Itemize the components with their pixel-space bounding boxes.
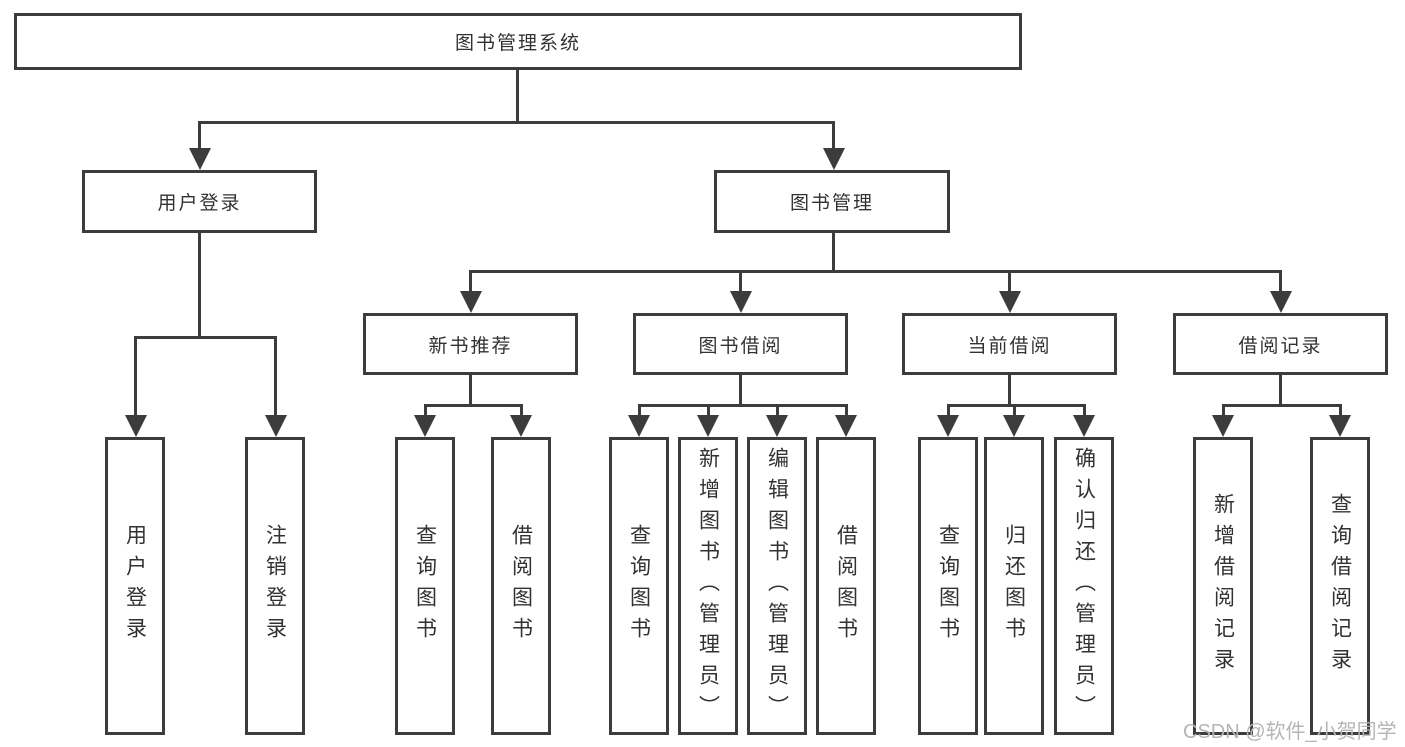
node-book-management: 图书管理 bbox=[714, 170, 950, 233]
arrow-down-icon bbox=[414, 415, 436, 437]
connector-line bbox=[1008, 270, 1011, 293]
connector-line bbox=[424, 404, 427, 417]
node-borrowing-records: 借阅记录 bbox=[1173, 313, 1388, 375]
node-current-borrowing: 当前借阅 bbox=[902, 313, 1117, 375]
connector-line bbox=[469, 375, 472, 407]
arrow-down-icon bbox=[823, 148, 845, 170]
leaf-label: 借阅图书 bbox=[509, 524, 533, 648]
arrow-down-icon bbox=[1212, 415, 1234, 437]
connector-line bbox=[845, 404, 848, 417]
connector-line bbox=[707, 404, 710, 417]
connector-line bbox=[516, 70, 519, 124]
leaf-label: 借阅图书 bbox=[834, 524, 858, 648]
leaf-confirm-return-admin: 确认归还（管理员） bbox=[1054, 437, 1114, 735]
arrow-down-icon bbox=[766, 415, 788, 437]
node-book-borrowing: 图书借阅 bbox=[633, 313, 848, 375]
leaf-borrow-books-recommend: 借阅图书 bbox=[491, 437, 551, 735]
leaf-user-login: 用户登录 bbox=[105, 437, 165, 735]
connector-line bbox=[134, 336, 277, 339]
connector-line bbox=[1222, 404, 1342, 407]
leaf-query-books-recommend: 查询图书 bbox=[395, 437, 455, 735]
leaf-label: 查询图书 bbox=[413, 524, 437, 648]
leaf-query-books-borrow: 查询图书 bbox=[609, 437, 669, 735]
connector-line bbox=[198, 233, 201, 339]
arrow-down-icon bbox=[999, 291, 1021, 313]
connector-line bbox=[832, 121, 835, 152]
leaf-label: 新增借阅记录 bbox=[1211, 493, 1235, 679]
connector-line bbox=[274, 336, 277, 417]
arrow-down-icon bbox=[125, 415, 147, 437]
connector-line bbox=[1008, 375, 1011, 407]
leaf-label: 新增图书（管理员） bbox=[696, 446, 720, 726]
connector-line bbox=[947, 404, 1085, 407]
leaf-return-books: 归还图书 bbox=[984, 437, 1044, 735]
connector-line bbox=[947, 404, 950, 417]
connector-line bbox=[134, 336, 137, 417]
connector-line bbox=[424, 404, 523, 407]
connector-line bbox=[1013, 404, 1016, 417]
connector-line bbox=[739, 270, 742, 293]
connector-line bbox=[1279, 375, 1282, 407]
leaf-label: 查询借阅记录 bbox=[1328, 493, 1352, 679]
connector-line bbox=[469, 270, 1282, 273]
arrow-down-icon bbox=[1270, 291, 1292, 313]
leaf-query-books-current: 查询图书 bbox=[918, 437, 978, 735]
arrow-down-icon bbox=[189, 148, 211, 170]
connector-line bbox=[198, 121, 201, 152]
watermark: CSDN @软件_小贺同学 bbox=[1183, 721, 1397, 743]
arrow-down-icon bbox=[697, 415, 719, 437]
leaf-borrow-books: 借阅图书 bbox=[816, 437, 876, 735]
leaf-label: 查询图书 bbox=[627, 524, 651, 648]
arrow-down-icon bbox=[1003, 415, 1025, 437]
leaf-query-borrow-record: 查询借阅记录 bbox=[1310, 437, 1370, 735]
arrow-down-icon bbox=[730, 291, 752, 313]
leaf-add-borrow-record: 新增借阅记录 bbox=[1193, 437, 1253, 735]
arrow-down-icon bbox=[1329, 415, 1351, 437]
connector-line bbox=[776, 404, 779, 417]
leaf-edit-books-admin: 编辑图书（管理员） bbox=[747, 437, 807, 735]
connector-line bbox=[1339, 404, 1342, 417]
leaf-label: 注销登录 bbox=[263, 524, 287, 648]
connector-line bbox=[1083, 404, 1086, 417]
connector-line bbox=[832, 233, 835, 273]
node-library-system: 图书管理系统 bbox=[14, 13, 1022, 70]
leaf-label: 查询图书 bbox=[936, 524, 960, 648]
arrow-down-icon bbox=[937, 415, 959, 437]
node-user-login: 用户登录 bbox=[82, 170, 317, 233]
leaf-label: 确认归还（管理员） bbox=[1072, 446, 1096, 726]
arrow-down-icon bbox=[628, 415, 650, 437]
connector-line bbox=[739, 375, 742, 407]
arrow-down-icon bbox=[460, 291, 482, 313]
node-new-book-recommendation: 新书推荐 bbox=[363, 313, 578, 375]
connector-line bbox=[638, 404, 848, 407]
leaf-label: 编辑图书（管理员） bbox=[765, 446, 789, 726]
leaf-label: 归还图书 bbox=[1002, 524, 1026, 648]
leaf-logout: 注销登录 bbox=[245, 437, 305, 735]
connector-line bbox=[520, 404, 523, 417]
connector-line bbox=[1222, 404, 1225, 417]
connector-line bbox=[198, 121, 835, 124]
arrow-down-icon bbox=[835, 415, 857, 437]
arrow-down-icon bbox=[510, 415, 532, 437]
leaf-add-books-admin: 新增图书（管理员） bbox=[678, 437, 738, 735]
leaf-label: 用户登录 bbox=[123, 524, 147, 648]
connector-line bbox=[469, 270, 472, 293]
connector-line bbox=[1279, 270, 1282, 293]
arrow-down-icon bbox=[1073, 415, 1095, 437]
arrow-down-icon bbox=[265, 415, 287, 437]
connector-line bbox=[638, 404, 641, 417]
